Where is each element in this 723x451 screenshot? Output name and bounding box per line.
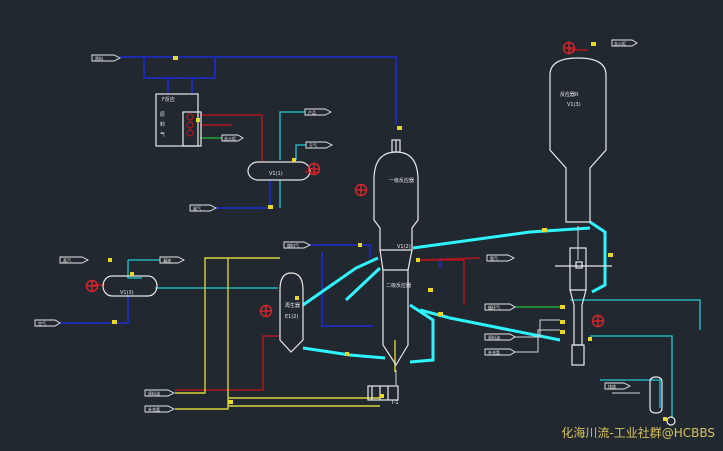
reactor-v1-3 [549,57,607,223]
svg-text:蒸汽: 蒸汽 [63,257,71,263]
v3-tag: E1(2) [285,314,298,320]
valves [85,41,605,328]
regenerator-e1 [279,272,304,353]
drum-v1-1 [247,161,311,181]
tag-right-4 [484,348,516,356]
svg-text:去火炬: 去火炬 [224,135,236,141]
cyan-lines [127,111,701,418]
v7-tag: T-1 [390,400,399,406]
valve-icon [85,279,99,293]
v2-name: 二级反应器 [386,282,411,289]
panel-item-3: 气 [160,131,165,138]
svg-text:凝液: 凝液 [163,257,171,263]
drum-left [102,275,158,297]
svg-text:原料油: 原料油 [148,390,160,396]
stream-tags [34,39,638,413]
tag-feed [91,54,122,62]
svg-text:排放: 排放 [608,383,616,389]
valve-icon [259,304,273,318]
svg-text:产品: 产品 [308,109,316,115]
reactor-v1-2 [373,151,419,251]
equipment-labels: F反应 原 料 气 V1(1) 一级反应器 V1(2) 二级反应器 再生器 E1… [120,91,581,406]
tag-bottom-1 [144,389,176,397]
tag-gas-1 [304,108,333,116]
tag-left-1 [189,204,218,212]
panel-item-1: 原 [160,112,165,118]
tag-right-2 [484,303,516,311]
svg-text:原料油: 原料油 [488,334,500,340]
svg-text:空气: 空气 [38,320,46,326]
burner [367,385,399,401]
panel-item-2: 料 [160,121,165,128]
v4-name: 反应器R [560,91,579,98]
tag-mid-1 [283,241,312,249]
green-lines [200,137,560,308]
v5-tag: V1(3) [120,290,134,296]
tag-right-1 [486,254,516,262]
tag-left-2 [59,256,90,264]
svg-text:补充氢: 补充氢 [488,349,500,355]
v4-tag: V1(3) [567,102,581,108]
thick-cyan-lines [302,220,607,364]
svg-text:去火炬: 去火炬 [614,40,626,46]
svg-text:原料: 原料 [95,55,103,61]
valve-icon [562,41,576,55]
v1-tag: V1(2) [397,244,411,250]
equipment [102,57,676,426]
valve-icon [307,162,321,176]
svg-text:尾气: 尾气 [193,205,201,211]
tag-bottom-right [604,382,632,390]
tag-left-3 [159,256,186,264]
tag-right-3 [484,333,516,341]
v1-name: 一级反应器 [389,177,414,184]
tag-top-right [611,39,638,47]
svg-text:循环气: 循环气 [488,304,500,310]
yellow-lines [175,257,396,410]
instrument-tags [108,42,667,421]
watermark: 化海川流-工业社群@HCBBS [561,426,715,440]
white-lines [395,226,640,394]
valve-icon [591,314,605,328]
drum-small [649,376,663,414]
stream-tag-text: 原料 产品 干气 去火炬 尾气 燃料气 蒸汽 凝液 空气 氮气 循环气 原料油 … [38,40,626,412]
svg-text:燃料气: 燃料气 [287,242,299,248]
v6-tag: V1(1) [269,171,283,177]
tag-gas-2 [305,141,334,149]
red-lines [93,49,588,391]
reactor-second [382,269,409,367]
panel-title: F反应 [162,96,175,103]
svg-text:补充氢: 补充氢 [148,406,160,412]
tag-bottom-2 [144,405,176,413]
svg-text:干气: 干气 [309,142,317,148]
tag-flare [221,134,244,142]
svg-text:氮气: 氮气 [490,255,498,261]
tag-left-4 [34,319,61,327]
valve-icon [354,183,368,197]
v3-name: 再生器 [285,302,300,309]
